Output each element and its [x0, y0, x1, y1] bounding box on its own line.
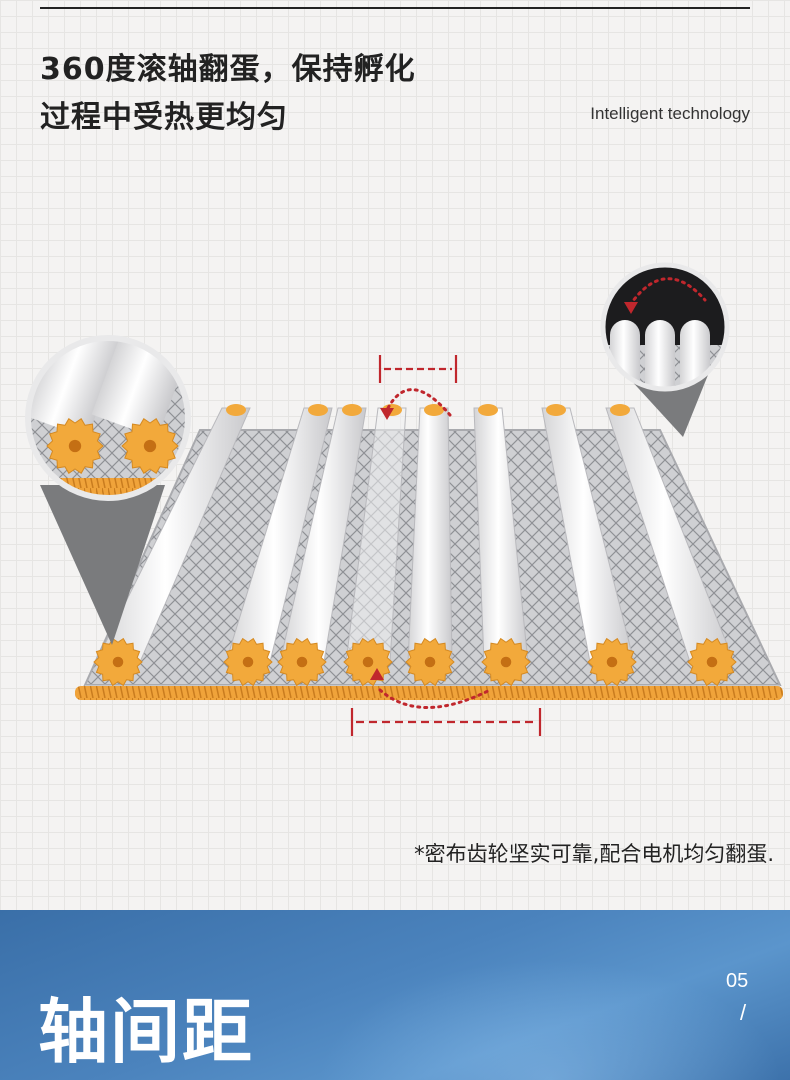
- tagline: Intelligent technology: [590, 104, 750, 123]
- roller-end-cap: [226, 404, 246, 416]
- roller-end-cap: [478, 404, 498, 416]
- roller-tray-illustration: [25, 262, 783, 736]
- roller-end-cap: [610, 404, 630, 416]
- roller-gear: [277, 637, 327, 687]
- roller-end-cap: [342, 404, 362, 416]
- caption: *密布齿轮坚实可靠,配合电机均匀翻蛋.: [414, 842, 774, 866]
- roller-gear: [481, 637, 531, 687]
- rotate-arrow-icon: [370, 388, 492, 709]
- roller-gear: [687, 637, 737, 687]
- headline: 360度滚轴翻蛋，保持孵化 过程中受热更均匀: [40, 46, 416, 142]
- roller-end-cap: [424, 404, 444, 416]
- roller-gear: [587, 637, 637, 687]
- headline-line-1: 360度滚轴翻蛋，保持孵化: [40, 52, 416, 87]
- roller-gear: [93, 637, 143, 687]
- zoom-circle-left: [25, 335, 191, 501]
- screw-drive: [75, 686, 783, 700]
- zoom-gear: [46, 417, 104, 475]
- roller-gear: [405, 637, 455, 687]
- page-slash: /: [740, 1000, 747, 1025]
- page-number: 05: [726, 970, 749, 992]
- roller-end-cap: [308, 404, 328, 416]
- footer-banner: 轴间距 05 /: [0, 910, 790, 1080]
- roller-end-cap: [546, 404, 566, 416]
- zoom-circle-right: [600, 262, 730, 392]
- rollers-group: [93, 404, 737, 687]
- spacing-bracket-icon: [350, 355, 542, 736]
- zoom-pointer-left: [40, 485, 165, 645]
- zoom-gear: [121, 417, 179, 475]
- roller-gear: [223, 637, 273, 687]
- top-rule: [40, 7, 750, 9]
- headline-line-2: 过程中受热更均匀: [40, 100, 288, 135]
- section-title: 轴间距: [38, 991, 254, 1073]
